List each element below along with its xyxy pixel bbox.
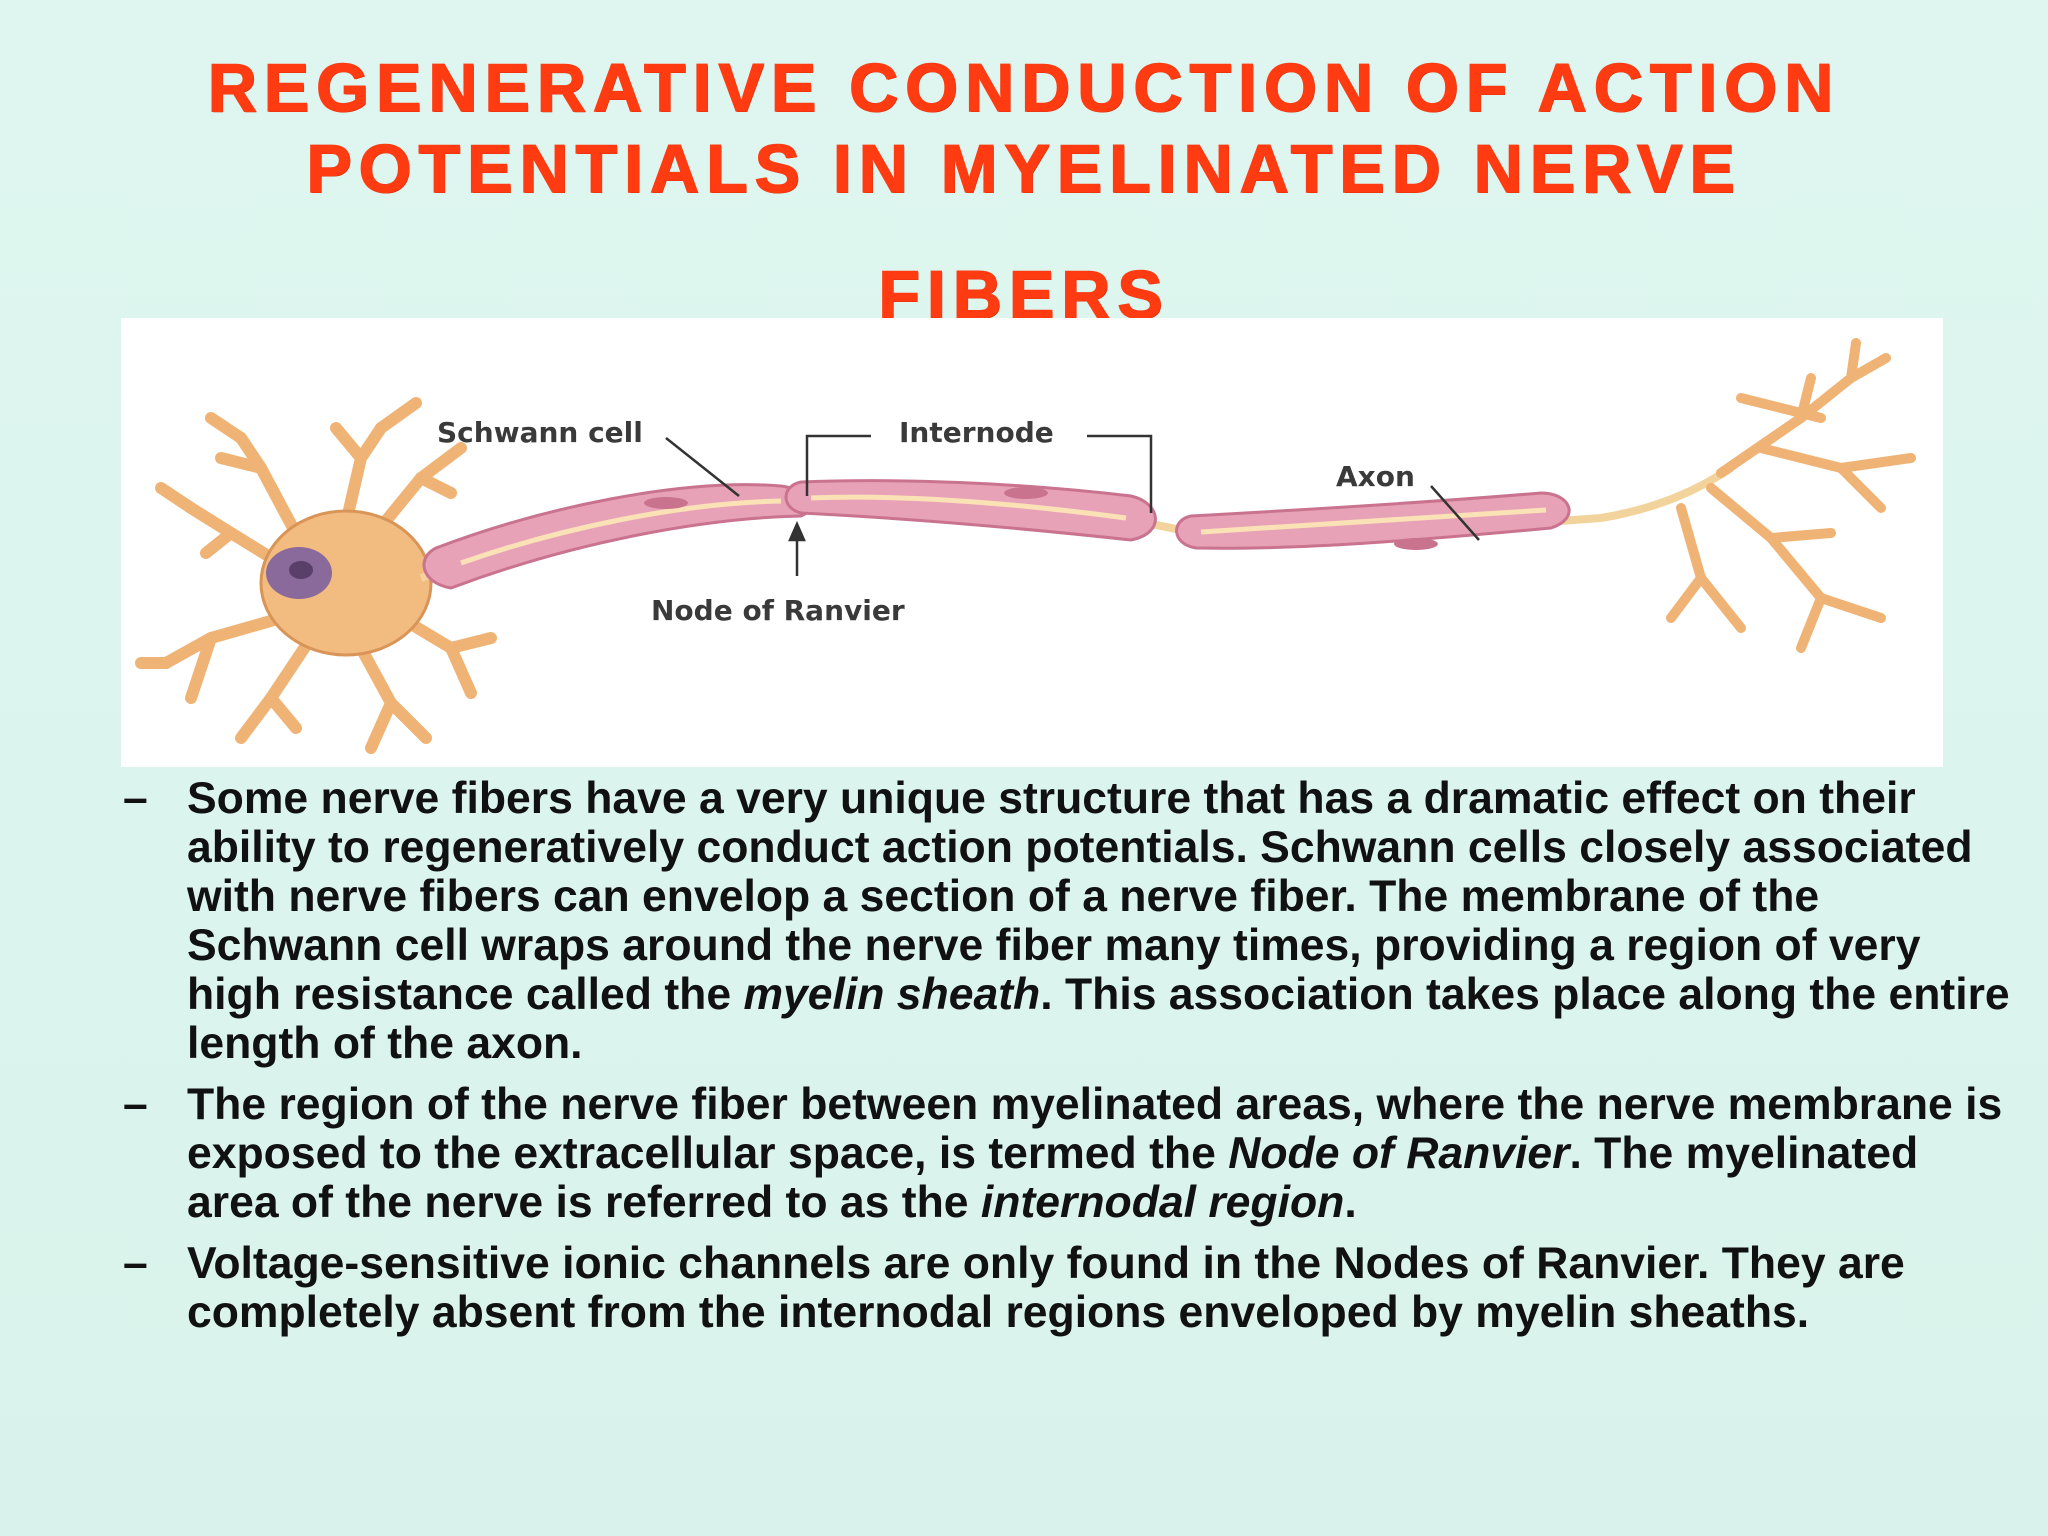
- bullet-dash: –: [123, 774, 148, 823]
- myelinated-neuron-diagram: Schwann cell Internode Axon Node of Ranv…: [121, 318, 1943, 767]
- bullet-emphasis-internodal-region: internodal region: [980, 1178, 1345, 1227]
- bullet-dash: –: [123, 1239, 148, 1288]
- bullet-emphasis-node-of-ranvier: Node of Ranvier: [1228, 1129, 1570, 1178]
- bullet-text-run: . The myelinated area of the nerve is re…: [187, 1129, 1919, 1227]
- axon-label: Axon: [1336, 460, 1415, 493]
- internode-label: Internode: [899, 416, 1054, 449]
- bullet-item: – The region of the nerve fiber between …: [121, 1080, 2021, 1227]
- axon-pointer: [1430, 485, 1480, 541]
- neuron-cell-body: [259, 509, 433, 657]
- diagram-annotations: [665, 434, 1480, 576]
- internode-bracket: [805, 434, 871, 496]
- bullet-emphasis-myelin-sheath: myelin sheath: [743, 970, 1041, 1019]
- schwann-cell-pointer: [665, 437, 740, 497]
- axon-terminals: [1666, 338, 1916, 653]
- myelin-segment-2: [784, 479, 1157, 542]
- bullet-item: – Voltage-sensitive ionic channels are o…: [121, 1239, 2021, 1337]
- neuron-dendrites: [135, 397, 497, 754]
- bullet-text-run: Some nerve fibers have a very unique str…: [187, 774, 1973, 1019]
- bullet-dash: –: [123, 1080, 148, 1129]
- node-of-ranvier-label: Node of Ranvier: [651, 594, 905, 627]
- bullet-text-run: . This association takes place along the…: [187, 970, 2010, 1068]
- bullet-list: – Some nerve fibers have a very unique s…: [121, 774, 2021, 1349]
- slide-title-line-1: REGENERATIVE CONDUCTION OF ACTION: [207, 49, 1841, 127]
- neuron-illustration: Schwann cell Internode Axon Node of Ranv…: [135, 338, 1916, 754]
- bullet-text-run: .: [1344, 1178, 1357, 1227]
- bullet-text-run: The region of the nerve fiber between my…: [187, 1080, 2003, 1178]
- slide-title-line-2: POTENTIALS IN MYELINATED NERVE: [306, 130, 1742, 208]
- bullet-text: The region of the nerve fiber between my…: [187, 1080, 2021, 1227]
- myelin-segment-1: [422, 483, 813, 590]
- bullet-text-run: Voltage-sensitive ionic channels are onl…: [187, 1239, 1905, 1337]
- bullet-text: Some nerve fibers have a very unique str…: [187, 774, 2021, 1068]
- bullet-text: Voltage-sensitive ionic channels are onl…: [187, 1239, 2021, 1337]
- bullet-item: – Some nerve fibers have a very unique s…: [121, 774, 2021, 1068]
- myelin-segments: [422, 479, 1571, 590]
- schwann-cell-label: Schwann cell: [437, 416, 643, 449]
